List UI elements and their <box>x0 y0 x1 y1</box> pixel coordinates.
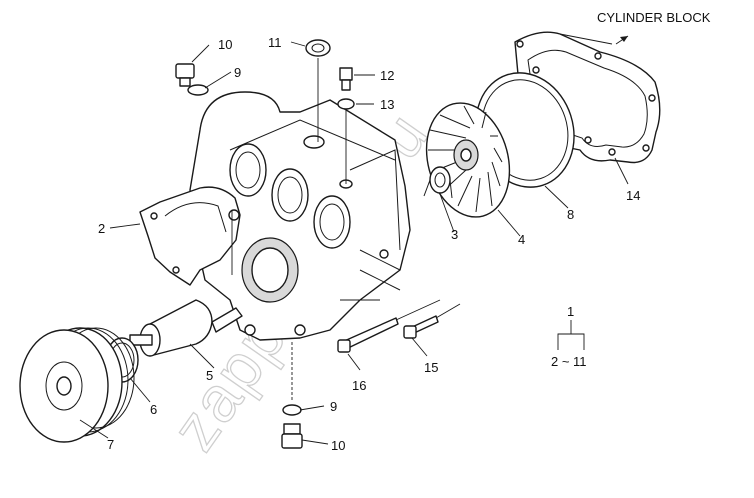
callout-7: 7 <box>107 437 114 452</box>
washer-part-9-top <box>187 84 209 96</box>
callout-8: 8 <box>567 207 574 222</box>
assembly-range-label: 2 ~ 11 <box>551 354 587 369</box>
callout-12: 12 <box>380 68 394 83</box>
washer-part-13 <box>337 98 355 110</box>
callout-10-top: 10 <box>218 37 232 52</box>
callout-2: 2 <box>98 221 105 236</box>
assembly-bracket <box>557 320 585 350</box>
cylinder-block-label: CYLINDER BLOCK <box>597 10 711 25</box>
pulley-part-7 <box>19 327 135 443</box>
callout-15: 15 <box>424 360 438 375</box>
inlet-elbow-part-2 <box>139 186 241 286</box>
callout-5: 5 <box>206 368 213 383</box>
bolt-part-16 <box>337 317 399 353</box>
washer-part-9-bottom <box>282 404 302 416</box>
seal-part-3 <box>423 166 453 199</box>
callout-4: 4 <box>518 232 525 247</box>
callout-13: 13 <box>380 97 394 112</box>
plug-part-11 <box>305 39 331 57</box>
direction-arrow <box>615 35 629 45</box>
plug-part-10-top <box>175 63 195 87</box>
callout-6: 6 <box>150 402 157 417</box>
callout-3: 3 <box>451 227 458 242</box>
callout-10-bottom: 10 <box>331 438 345 453</box>
callout-16: 16 <box>352 378 366 393</box>
union-part-12 <box>339 67 353 91</box>
bolt-part-15 <box>403 315 439 339</box>
pump-housing <box>189 91 411 341</box>
callout-1: 1 <box>567 304 574 319</box>
callout-9-top: 9 <box>234 65 241 80</box>
shaft-bearing-part-5 <box>129 299 243 357</box>
callout-11: 11 <box>268 35 282 50</box>
callout-9-bottom: 9 <box>330 399 337 414</box>
plug-part-10-bottom <box>281 423 303 449</box>
callout-14: 14 <box>626 188 640 203</box>
